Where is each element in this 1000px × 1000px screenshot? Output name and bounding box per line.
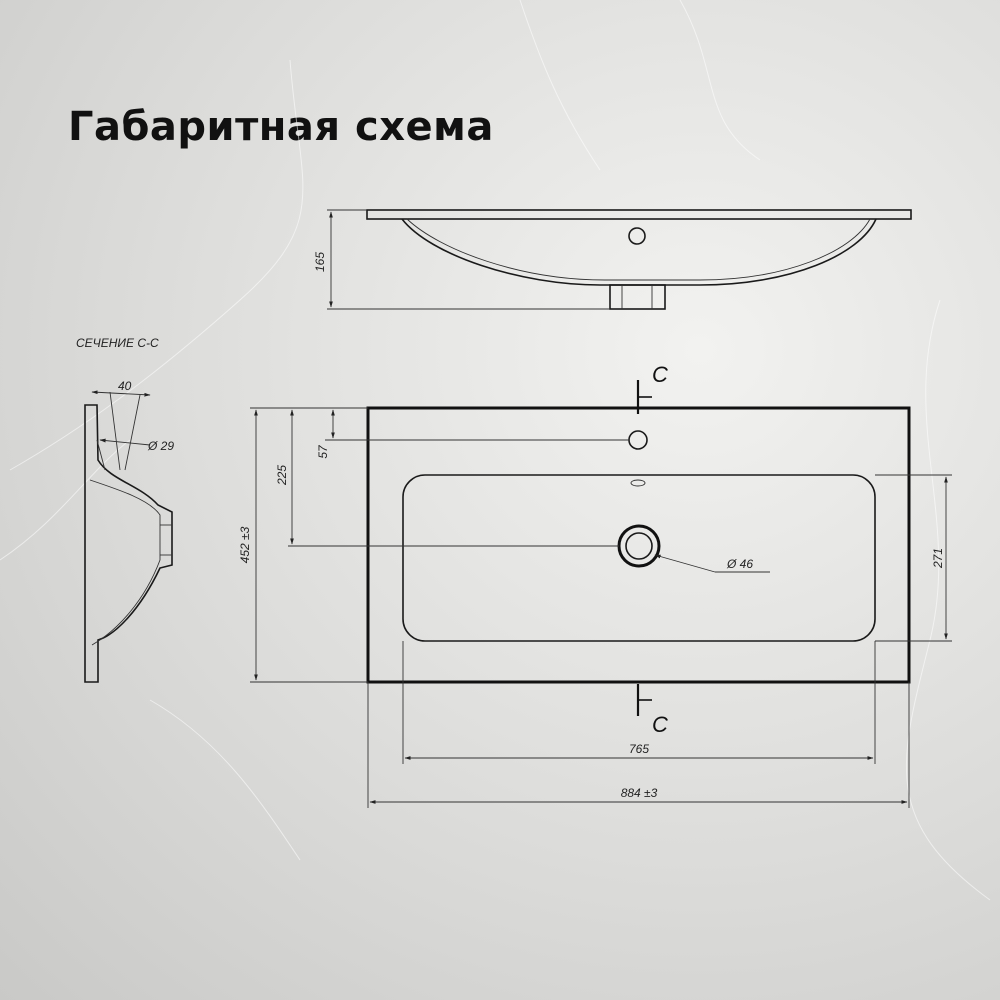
dim-884: 884 ±3	[621, 786, 658, 800]
dim-271: 271	[931, 548, 945, 569]
bowl-outline	[402, 474, 876, 642]
dim-sec-40: 40	[118, 379, 132, 393]
drain-outlet	[609, 284, 666, 310]
section-mark-bottom: C	[652, 712, 668, 737]
section-mark-top: C	[652, 362, 668, 387]
page-title: Габаритная схема	[68, 104, 494, 150]
drain-hole	[617, 524, 661, 568]
side-view: 165	[313, 209, 912, 310]
dim-452: 452 ±3	[238, 526, 252, 563]
dim-d46: Ø 46	[726, 557, 753, 571]
dim-sec-d29: Ø 29	[147, 439, 174, 453]
marble-veins	[0, 0, 990, 900]
faucet-hole	[628, 430, 648, 450]
dim-57: 57	[316, 444, 330, 459]
section-view: 40 Ø 29	[84, 379, 174, 683]
overflow-slot	[630, 479, 646, 487]
dim-height-165: 165	[313, 252, 327, 272]
top-view: C C 57 225 452 ±3 271 Ø 46 765	[238, 362, 952, 808]
dim-765: 765	[629, 742, 649, 756]
dim-225: 225	[275, 465, 289, 486]
overflow-hole	[628, 227, 646, 245]
section-label: СЕЧЕНИЕ С-С	[76, 336, 159, 350]
